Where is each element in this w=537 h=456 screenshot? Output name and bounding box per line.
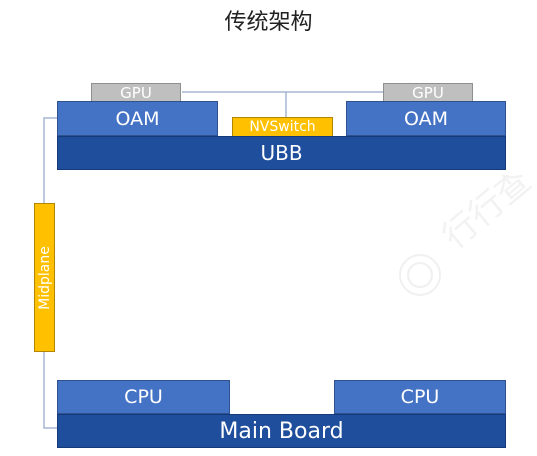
ubb-label: UBB [260, 141, 303, 165]
main-board: Main Board [57, 414, 506, 448]
nvswitch: NVSwitch [232, 117, 333, 137]
cpu-right: CPU [334, 380, 506, 414]
cpu-left: CPU [57, 380, 230, 414]
midplane-label: Midplane [36, 245, 53, 310]
gpu-right-label: GPU [412, 83, 444, 102]
cpu-left-label: CPU [124, 386, 163, 408]
nvswitch-label: NVSwitch [249, 119, 316, 135]
gpu-right: GPU [383, 83, 473, 102]
ubb-midplane-link [43, 117, 58, 203]
gpu-left: GPU [91, 83, 181, 102]
cpu-right-label: CPU [400, 386, 440, 408]
watermark-text: 行行查 [435, 175, 535, 257]
oam-right-label: OAM [403, 107, 448, 130]
midplane-mainboard-link [43, 352, 58, 429]
watermark-logo: 行行查 [399, 175, 535, 296]
oam-left: OAM [57, 101, 218, 136]
gpu-left-label: GPU [120, 83, 152, 102]
main-board-label: Main Board [219, 418, 344, 444]
oam-right: OAM [346, 101, 506, 136]
oam-left-label: OAM [115, 107, 160, 130]
diagram-title: 传统架构 [224, 10, 313, 35]
midplane: Midplane [34, 203, 55, 352]
ubb-board: UBB [57, 136, 506, 170]
